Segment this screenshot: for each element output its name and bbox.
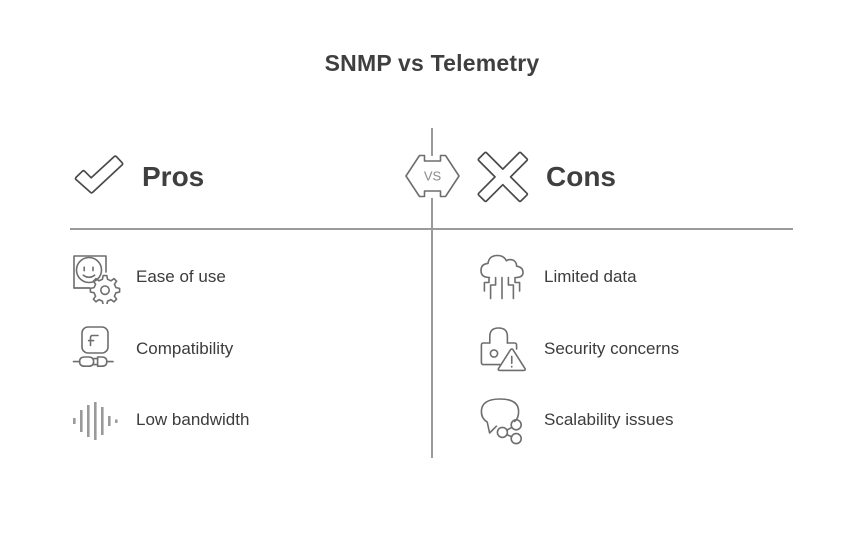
list-item: Security concerns <box>476 321 679 377</box>
list-item: Scalability issues <box>476 392 673 448</box>
checkmark-icon <box>70 148 128 206</box>
signal-bars-icon <box>68 393 122 447</box>
column-header-pros: Pros <box>70 148 204 206</box>
vs-label: VS <box>424 169 442 184</box>
cross-icon <box>474 148 532 206</box>
smiley-gear-icon <box>68 250 122 306</box>
center-divider-bottom <box>431 198 433 458</box>
list-item-label: Scalability issues <box>544 410 674 429</box>
plug-connector-icon <box>68 322 122 376</box>
column-heading-label: Cons <box>546 161 616 192</box>
column-heading-label: Pros <box>142 161 205 192</box>
speech-share-icon <box>476 393 530 447</box>
list-item-label: Security concerns <box>544 339 680 358</box>
list-item: Ease of use <box>68 249 226 306</box>
center-divider-top <box>431 128 433 156</box>
list-item: Limited data <box>476 249 637 305</box>
list-item-label: Limited data <box>544 267 637 286</box>
list-item-label: Ease of use <box>136 267 226 286</box>
lock-warning-icon <box>476 322 530 376</box>
list-item: Compatibility <box>68 321 233 377</box>
column-header-cons: Cons <box>474 148 616 206</box>
page-title: SNMP vs Telemetry <box>324 50 540 76</box>
cloud-circuit-icon <box>476 250 530 304</box>
list-item-label: Low bandwidth <box>136 410 250 429</box>
vs-badge: VS <box>404 152 461 200</box>
header-divider <box>70 228 793 230</box>
list-item: Low bandwidth <box>68 392 249 448</box>
list-item-label: Compatibility <box>136 339 234 358</box>
